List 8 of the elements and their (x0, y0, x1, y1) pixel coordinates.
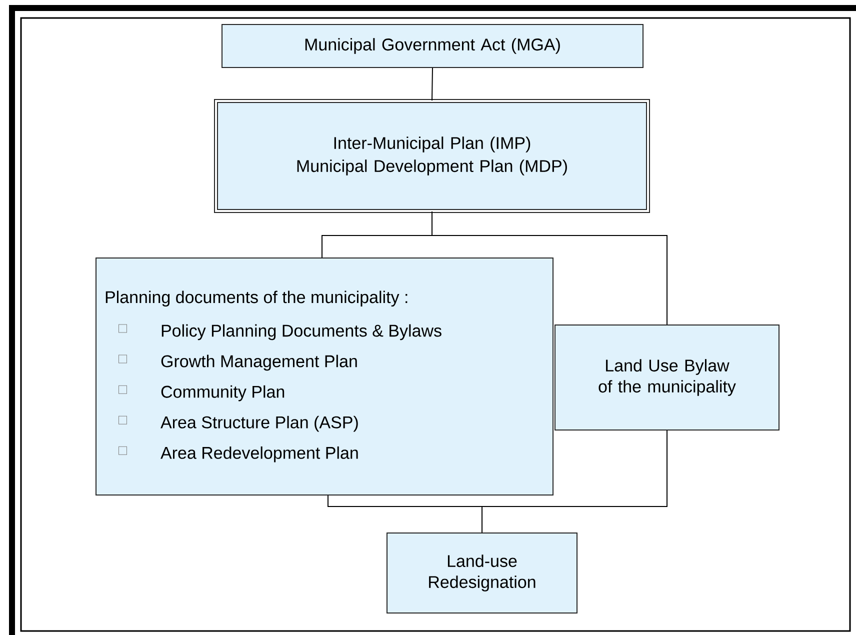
list-box: Planning documents of the municipality : Policy Planning Documents & Bylaws Growth Management Plan Community Plan Area Structure Plan (ASP) Area Redevelopment Plan (96, 258, 554, 496)
process-box: Land-use Redesignation (386, 532, 578, 614)
connector-line (432, 211, 668, 325)
connector-line (482, 430, 668, 533)
process-box: Inter-Municipal Plan (IMP) Municipal Development Plan (MDP) (214, 99, 650, 213)
process-box: Land Use Bylaw of the municipality (554, 324, 780, 430)
process-box: Municipal Government Act (MGA) (222, 24, 644, 68)
connector-line (432, 68, 433, 101)
